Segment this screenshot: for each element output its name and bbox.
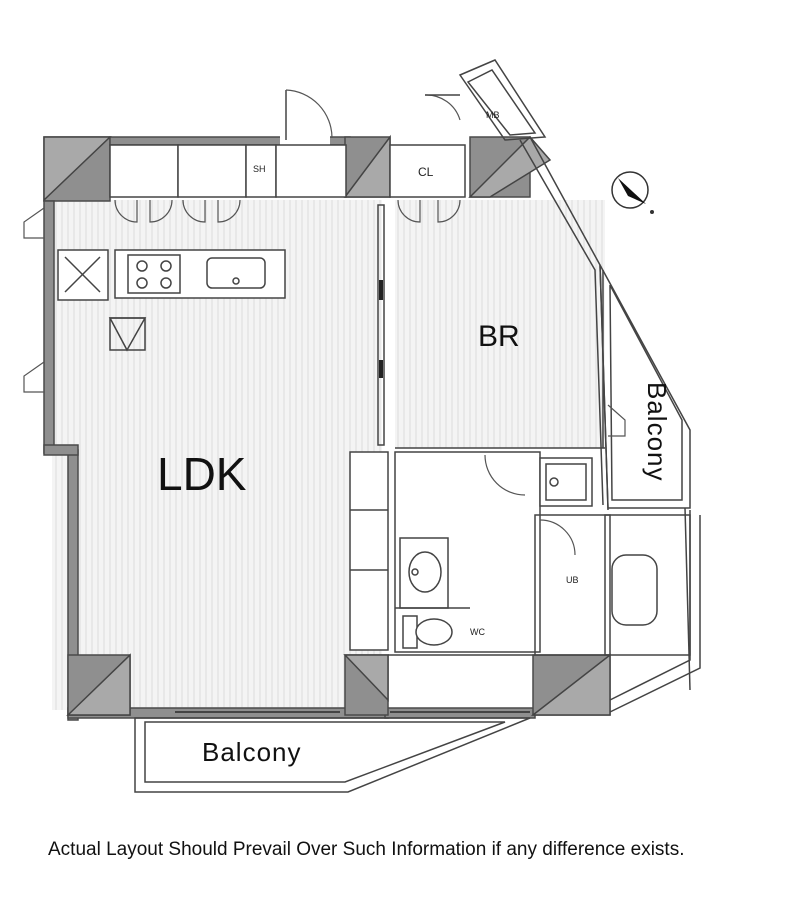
storage-2: [177, 144, 247, 198]
burner-3: [136, 277, 148, 289]
south-balcony-label: Balcony: [202, 737, 302, 767]
ldk-label: LDK: [157, 448, 247, 500]
east-wall-inner: [519, 139, 604, 506]
burner-1: [136, 260, 148, 272]
cl-label: CL: [418, 165, 434, 179]
column-s-mid-diag: [343, 654, 389, 702]
wet-area: [394, 451, 541, 653]
washing-machine-drain: [549, 477, 559, 487]
column-nw: [43, 136, 112, 202]
vanity-basin: [408, 551, 442, 593]
mb-door: [424, 94, 461, 121]
cl-closet: [389, 144, 466, 198]
west-step: [43, 444, 79, 456]
ub-door: [539, 519, 576, 556]
genkan: [275, 144, 347, 198]
column-ne: [468, 135, 552, 198]
west-window-1: [23, 207, 45, 239]
cl-door-b: [437, 199, 461, 223]
east-balcony-label: Balcony: [642, 382, 672, 482]
mb-closet: [458, 59, 547, 141]
column-sw-diag: [66, 653, 131, 716]
east-balcony-rail: [609, 284, 683, 501]
storage-door-2b: [217, 199, 241, 223]
storage-1: [109, 144, 179, 198]
north-arrow-dot: [650, 210, 654, 214]
kitchen-sink: [206, 257, 266, 289]
west-wall: [43, 200, 55, 454]
stove: [127, 254, 181, 294]
mb-closet-inner: [466, 69, 537, 136]
toilet-tank: [402, 615, 418, 649]
sh-label: SH: [253, 164, 266, 174]
range-hood-box: [109, 317, 146, 351]
ldk-br-partition: [377, 204, 385, 446]
storage-door-1b: [149, 199, 173, 223]
mb-label: MB: [486, 110, 500, 120]
br-floor: [395, 200, 605, 448]
fridge-x2: [64, 256, 101, 293]
north-arrow-icon: [611, 171, 649, 209]
burner-4: [160, 277, 172, 289]
sh-closet: [245, 144, 277, 198]
vanity-drain: [411, 568, 419, 576]
se-balcony-edge-2: [609, 515, 701, 713]
south-balcony-rail: [144, 721, 506, 783]
toilet-bowl: [415, 618, 453, 646]
storage-door-2a: [182, 199, 206, 223]
cl-door-a: [397, 199, 421, 223]
north-arrow-needle: [618, 178, 646, 204]
wc-label: WC: [470, 627, 485, 637]
storage-door-1a: [114, 199, 138, 223]
south-balcony: [134, 717, 531, 793]
entry-door-swing: [285, 89, 333, 139]
ub-label: UB: [566, 575, 579, 585]
ldk-shelf: [349, 451, 389, 651]
wash-door: [484, 454, 526, 496]
ub-room: [534, 514, 611, 656]
burner-2: [160, 260, 172, 272]
br-label: BR: [478, 320, 520, 353]
east-balcony-outline: [599, 264, 691, 509]
se-balcony-edge: [609, 510, 691, 701]
bathtub: [611, 554, 658, 626]
west-window-2: [23, 361, 45, 393]
column-se-diag: [530, 653, 611, 716]
br-balcony-door: [607, 404, 626, 437]
kitchen-drain: [232, 277, 240, 285]
layout-disclaimer: Actual Layout Should Prevail Over Such I…: [48, 839, 685, 860]
